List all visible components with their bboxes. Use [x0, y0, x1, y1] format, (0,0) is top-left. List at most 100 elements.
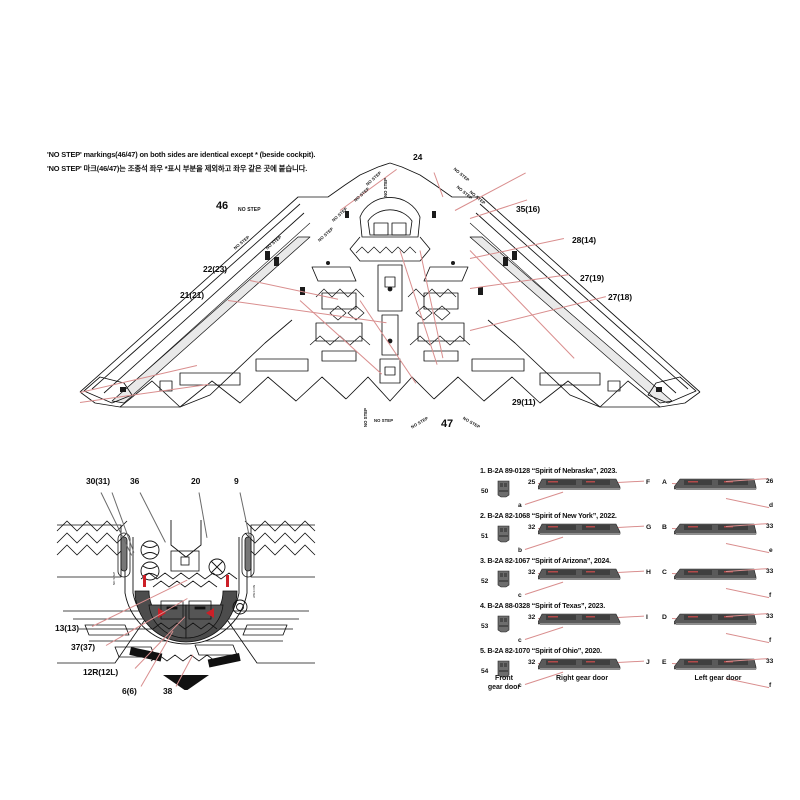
front-door-number: 53 — [481, 623, 489, 630]
variant-title: 2. B-2A 82-1068 “Spirit of New York”, 20… — [480, 511, 617, 520]
right-gear-door-part — [538, 568, 621, 580]
left-door-bottom-number: d — [769, 502, 774, 509]
front-door-number: 51 — [481, 533, 489, 540]
right-door-bottom-number: b — [518, 547, 523, 554]
right-door-top-number: 25 — [528, 479, 536, 486]
leader-line — [617, 570, 644, 573]
left-door-bottom-number: f — [769, 682, 772, 689]
callout-6-6: 6(6) — [122, 686, 137, 696]
left-door-letter: E — [662, 659, 667, 666]
leader-line — [524, 491, 564, 505]
callout-35-16: 35(16) — [516, 204, 540, 214]
stencil-no-step: NO STEP — [383, 177, 389, 198]
leader-line — [524, 581, 564, 595]
left-gear-door-part — [674, 478, 757, 490]
b2-plan-view-drawing — [79, 162, 701, 408]
callout-9: 9 — [234, 476, 239, 486]
legend-row: 5. B-2A 82-1070 “Spirit of Ohio”, 2020. … — [478, 646, 778, 691]
right-door-bottom-number: a — [518, 502, 522, 509]
legend-row: 2. B-2A 82-1068 “Spirit of New York”, 20… — [478, 511, 778, 556]
front-door-number: 52 — [481, 578, 489, 585]
right-gear-door-part — [538, 613, 621, 625]
right-door-letter: F — [646, 479, 651, 486]
leader-line — [617, 525, 644, 528]
right-door-bottom-number: c — [518, 682, 522, 689]
callout-46: 46 — [216, 200, 229, 212]
leader-line — [524, 536, 564, 550]
right-gear-door-part — [538, 478, 621, 490]
callout-20: 20 — [191, 476, 201, 486]
left-gear-door-part — [674, 523, 757, 535]
stencil-no-step: NO STEP — [238, 207, 261, 213]
left-gear-door-part — [674, 568, 757, 580]
callout-30-31: 30(31) — [86, 476, 110, 486]
leader-line — [725, 543, 770, 554]
right-gear-door-part — [538, 523, 621, 535]
left-gear-door-part — [674, 613, 757, 625]
left-door-letter: B — [662, 524, 667, 531]
front-gear-door-part — [497, 660, 510, 678]
stencil-no-step: NO STEP — [363, 407, 369, 428]
callout-36: 36 — [130, 476, 140, 486]
callout-37-37: 37(37) — [71, 642, 95, 652]
right-door-top-number: 32 — [528, 524, 536, 531]
cockpit-nose-gear-detail-drawing: NO STEP NO STEP — [56, 520, 316, 690]
callout-29-11: 29(11) — [512, 397, 536, 407]
right-door-top-number: 32 — [528, 659, 536, 666]
callout-22-23: 22(23) — [203, 264, 227, 274]
front-gear-door-part — [497, 570, 510, 588]
right-door-letter: I — [646, 614, 648, 621]
svg-text:NO STEP: NO STEP — [112, 572, 116, 585]
legend-row: 1. B-2A 89-0128 “Spirit of Nebraska”, 20… — [478, 466, 778, 511]
callout-28-14: 28(14) — [572, 235, 596, 245]
leader-line — [617, 660, 644, 663]
left-door-letter: C — [662, 569, 667, 576]
left-door-top-number: 26 — [766, 478, 774, 485]
right-door-letter: H — [646, 569, 651, 576]
left-door-top-number: 33 — [766, 613, 774, 620]
callout-24: 24 — [413, 152, 423, 162]
right-door-bottom-number: c — [518, 637, 522, 644]
right-door-top-number: 32 — [528, 569, 536, 576]
callout-47: 47 — [441, 418, 454, 430]
right-door-bottom-number: c — [518, 592, 522, 599]
right-door-letter: G — [646, 524, 652, 531]
leader-line — [725, 588, 770, 599]
footer-right-gear-door: Right gear door — [555, 675, 609, 682]
callout-12r-12l: 12R(12L) — [83, 667, 119, 677]
svg-text:NO STEP: NO STEP — [252, 585, 256, 598]
callout-27-18: 27(18) — [608, 292, 632, 302]
left-door-top-number: 33 — [766, 523, 774, 530]
note-line-korean: 'NO STEP' 마크(46/47)는 조종석 좌우 *표시 부분을 제외하고… — [47, 164, 308, 173]
footer-front-gear-door: Front gear door — [487, 675, 521, 691]
legend-row: 4. B-2A 88-0328 “Spirit of Texas”, 2023.… — [478, 601, 778, 646]
leader-line — [725, 498, 770, 509]
variant-title: 4. B-2A 88-0328 “Spirit of Texas”, 2023. — [480, 601, 606, 610]
callout-13-13: 13(13) — [55, 623, 79, 633]
front-gear-door-part — [497, 480, 510, 498]
callout-21-21: 21(21) — [180, 290, 204, 300]
gear-door-legend: 1. B-2A 89-0128 “Spirit of Nebraska”, 20… — [478, 466, 778, 694]
variant-title: 5. B-2A 82-1070 “Spirit of Ohio”, 2020. — [480, 646, 602, 655]
right-gear-door-part — [538, 658, 621, 670]
variant-title: 1. B-2A 89-0128 “Spirit of Nebraska”, 20… — [480, 466, 617, 475]
front-gear-door-part — [497, 615, 510, 633]
front-door-number: 50 — [481, 488, 489, 495]
front-gear-door-part — [497, 525, 510, 543]
stencil-no-step: NO STEP — [374, 418, 394, 423]
left-door-top-number: 33 — [766, 568, 774, 575]
left-door-bottom-number: e — [769, 547, 773, 554]
leader-line — [725, 633, 770, 644]
footer-left-gear-door: Left gear door — [694, 675, 742, 682]
front-door-number: 54 — [481, 668, 489, 675]
callout-38: 38 — [163, 686, 173, 696]
legend-row: 3. B-2A 82-1067 “Spirit of Arizona”, 202… — [478, 556, 778, 601]
left-door-bottom-number: f — [769, 637, 772, 644]
leader-line — [524, 626, 564, 640]
note-line-english: 'NO STEP' markings(46/47) on both sides … — [47, 150, 316, 159]
variant-title: 3. B-2A 82-1067 “Spirit of Arizona”, 202… — [480, 556, 611, 565]
right-door-top-number: 32 — [528, 614, 536, 621]
left-door-bottom-number: f — [769, 592, 772, 599]
left-door-letter: D — [662, 614, 667, 621]
